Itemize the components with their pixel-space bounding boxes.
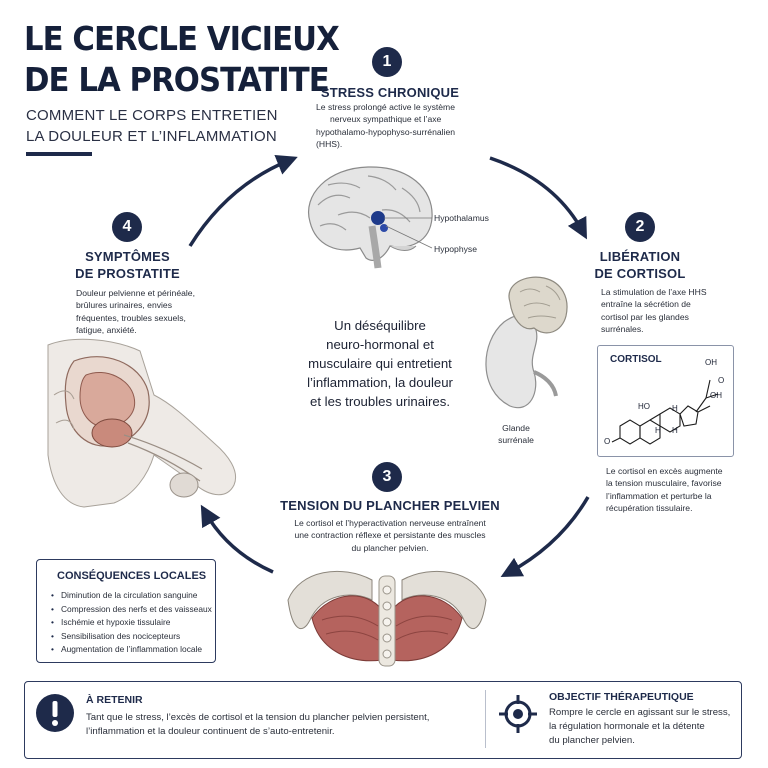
- label-hypophyse: Hypophyse: [434, 244, 477, 254]
- title-line-2: DE LA PROSTATITE: [24, 60, 330, 99]
- cortisol-label-o-ketone: O: [604, 437, 611, 446]
- step-2-after-text: Le cortisol en excès augmente la tension…: [606, 466, 723, 514]
- step-1-badge: 1: [372, 47, 402, 77]
- pelvic-floor-illustration: [287, 570, 487, 667]
- cortisol-label-o-top: O: [718, 376, 725, 385]
- cortisol-label-oh-top: OH: [705, 358, 717, 367]
- cortisol-label-oh-side: OH: [710, 391, 722, 400]
- remember-text: Tant que le stress, l’excès de cortisol …: [86, 712, 430, 737]
- arrow-4-to-1: [188, 154, 298, 247]
- label-hypothalamus: Hypothalamus: [434, 213, 489, 223]
- prostate-anatomy-illustration: [47, 338, 236, 508]
- consequences-box: CONSÉQUENCES LOCALES Diminution de la ci…: [36, 559, 216, 663]
- list-item: Ischémie et hypoxie tissulaire: [51, 616, 212, 630]
- arrow-1-to-2: [489, 156, 587, 240]
- page-subtitle: COMMENT LE CORPS ENTRETIEN LA DOULEUR ET…: [26, 105, 278, 147]
- therapeutic-goal-text: Rompre le cercle en agissant sur le stre…: [549, 707, 731, 746]
- bottom-summary-box: [24, 681, 742, 759]
- consequences-title: CONSÉQUENCES LOCALES: [57, 570, 207, 582]
- adrenal-kidney-illustration: [485, 276, 568, 409]
- center-summary: Un déséquilibre neuro-hormonal et muscul…: [307, 318, 453, 409]
- bottom-divider: [485, 690, 486, 748]
- step-3-title: TENSION DU PLANCHER PELVIEN: [280, 498, 500, 513]
- subtitle-line-2: LA DOULEUR ET L’INFLAMMATION: [26, 128, 277, 145]
- therapeutic-goal-title: OBJECTIF THÉRAPEUTIQUE: [549, 691, 694, 703]
- title-underline: [26, 152, 92, 156]
- cortisol-label-h2: H: [655, 426, 661, 435]
- adrenal-gland-label: Glande surrénale: [498, 423, 534, 446]
- consequences-list: Diminution de la circulation sanguine Co…: [51, 589, 212, 657]
- title-line-1: LE CERCLE VICIEUX: [24, 19, 340, 58]
- step-4-badge: 4: [112, 212, 142, 242]
- cortisol-molecule-box: CORTISOL OH O OH HO H H H O: [597, 345, 734, 457]
- brain-illustration: [308, 166, 433, 269]
- step-4-title: SYMPTÔMES DE PROSTATITE: [75, 249, 180, 281]
- step-2-text: La stimulation de l’axe HHS entraîne la …: [601, 287, 707, 335]
- brain-label-leaders: [384, 217, 433, 249]
- step-3-text: Le cortisol et l’hyperactivation nerveus…: [294, 518, 486, 553]
- target-crosshair-icon: [499, 695, 537, 733]
- list-item: Compression des nerfs et des vaisseaux: [51, 603, 212, 617]
- cortisol-molecule-title: CORTISOL: [610, 354, 662, 365]
- cortisol-label-ho: HO: [638, 402, 650, 411]
- list-item: Sensibilisation des nocicepteurs: [51, 630, 212, 644]
- arrow-2-to-3: [500, 496, 590, 577]
- arrow-3-to-4: [200, 504, 274, 574]
- step-2-badge: 2: [625, 212, 655, 242]
- cortisol-label-h1: H: [672, 404, 678, 413]
- remember-title: À RETENIR: [86, 694, 143, 706]
- exclamation-circle-icon: [36, 694, 74, 732]
- step-3-badge: 3: [372, 462, 402, 492]
- cortisol-label-h3: H: [672, 426, 678, 435]
- cortisol-structure: [611, 379, 719, 445]
- step-1-title: STRESS CHRONIQUE: [320, 85, 460, 100]
- subtitle-line-1: COMMENT LE CORPS ENTRETIEN: [26, 107, 278, 124]
- page-title: LE CERCLE VICIEUX DE LA PROSTATITE: [24, 18, 340, 100]
- list-item: Diminution de la circulation sanguine: [51, 589, 212, 603]
- step-1-text: Le stress prolongé active le système ner…: [316, 102, 456, 150]
- step-2-title: LIBÉRATION DE CORTISOL: [594, 249, 686, 281]
- step-4-text: Douleur pelvienne et périnéale, brûlures…: [76, 288, 195, 336]
- list-item: Augmentation de l’inflammation locale: [51, 643, 212, 657]
